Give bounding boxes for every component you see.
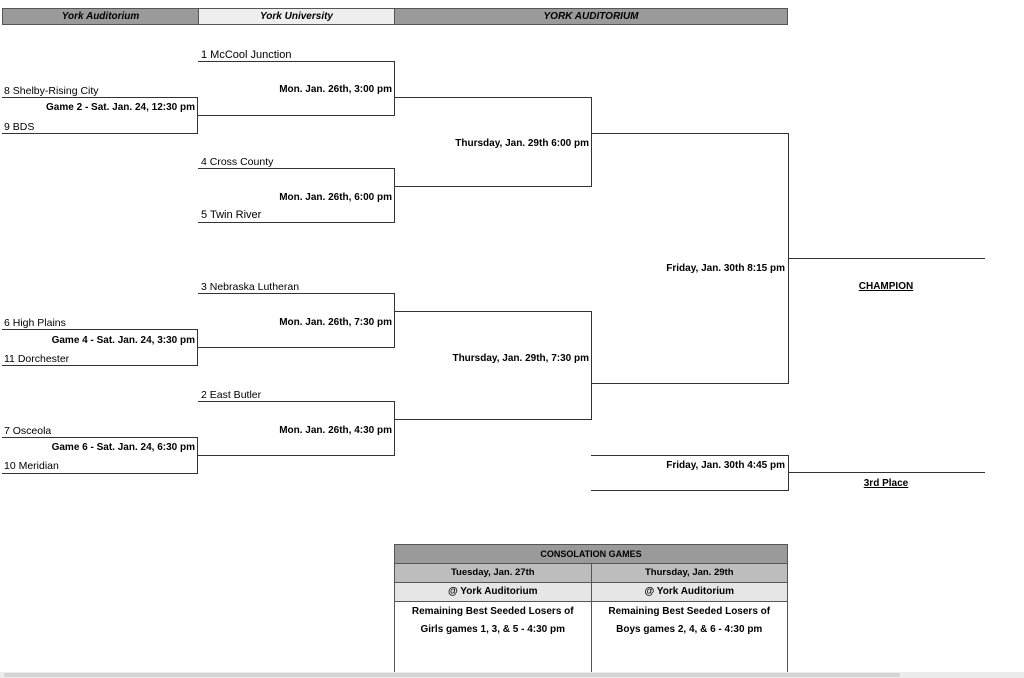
bracket-connector-qf3 [394,293,395,347]
bracket-connector-qf1 [394,61,395,115]
bracket-line-qf2-winner [394,186,592,187]
consolation-title: CONSOLATION GAMES [395,545,787,564]
third-place-label: 3rd Place [863,478,909,489]
team-cross-county: 4 Cross County [201,156,274,168]
bracket-line-east-butler [198,401,395,402]
bracket-line-mccool [198,61,395,62]
bracket-line-meridian [2,473,198,474]
scrollbar-thumb[interactable] [4,673,900,677]
bracket-line-nebraska-lutheran [198,293,395,294]
bracket-line-osceola [2,437,198,438]
consolation-left-description: Remaining Best Seeded Losers of Girls ga… [395,602,591,673]
semifinal-1-label: Thursday, Jan. 29th 6:00 pm [455,138,589,149]
quarterfinal-4-label: Mon. Jan. 26th, 4:30 pm [279,425,392,436]
bracket-line-game6-winner [198,455,395,456]
bracket-line-game4-winner [198,347,395,348]
consolation-right-description: Remaining Best Seeded Losers of Boys gam… [592,602,788,673]
third-place-game-label: Friday, Jan. 30th 4:45 pm [666,460,785,471]
bracket-line-sf2-winner [591,383,789,384]
bracket-line-dorchester [2,365,198,366]
consolation-right-line1: Remaining Best Seeded Losers of [608,606,771,617]
consolation-left-line1: Remaining Best Seeded Losers of [411,606,574,617]
semifinal-2-label: Thursday, Jan. 29th, 7:30 pm [452,353,589,364]
bracket-connector-game4 [197,329,198,365]
team-shelby-rising-city: 8 Shelby-Rising City [4,85,99,97]
bracket-connector-sf1 [591,97,592,186]
bracket-line-sf1-winner [591,133,789,134]
bracket-line-shelby [2,97,198,98]
consolation-right-date: Thursday, Jan. 29th [591,564,787,583]
bracket-connector-game6 [197,437,198,473]
team-twin-river: 5 Twin River [201,209,262,221]
team-high-plains: 6 High Plains [4,317,66,329]
consolation-right-line2: Boys games 2, 4, & 6 - 4:30 pm [616,624,763,635]
bracket-line-third-place [788,472,985,473]
team-bds: 9 BDS [4,121,35,133]
game-4-label: Game 4 - Sat. Jan. 24, 3:30 pm [51,335,195,346]
bracket-line-qf1-winner [394,97,592,98]
game-6-label: Game 6 - Sat. Jan. 24, 6:30 pm [51,442,195,453]
game-2-label: Game 2 - Sat. Jan. 24, 12:30 pm [46,102,195,113]
champion-label: CHAMPION [858,281,914,292]
team-mccool-junction: 1 McCool Junction [201,49,292,61]
bracket-line-bds [2,133,198,134]
header-york-auditorium-main: YORK AUDITORIUM [394,8,788,25]
team-nebraska-lutheran: 3 Nebraska Lutheran [201,281,300,293]
consolation-left-venue: @ York Auditorium [395,583,591,602]
bracket-connector-sf2 [591,311,592,419]
bracket-line-third-a [591,455,789,456]
team-osceola: 7 Osceola [4,425,52,437]
header-york-university: York University [198,8,395,25]
team-dorchester: 11 Dorchester [4,353,70,365]
consolation-right-venue: @ York Auditorium [591,583,787,602]
bracket-line-cross-county [198,168,395,169]
bracket-line-twin-river [198,222,395,223]
consolation-left-date: Tuesday, Jan. 27th [395,564,591,583]
quarterfinal-3-label: Mon. Jan. 26th, 7:30 pm [279,317,392,328]
team-meridian: 10 Meridian [4,460,59,472]
final-label: Friday, Jan. 30th 8:15 pm [666,263,785,274]
consolation-left-line2: Girls games 1, 3, & 5 - 4:30 pm [420,624,565,635]
bracket-connector-game2 [197,97,198,133]
consolation-column-right: Thursday, Jan. 29th @ York Auditorium Re… [590,564,788,673]
bracket-line-third-b [591,490,789,491]
bracket-line-high-plains [2,329,198,330]
bracket-line-champion [788,258,985,259]
consolation-games-table: CONSOLATION GAMES Tuesday, Jan. 27th @ Y… [394,544,788,674]
bracket-line-qf3-winner [394,311,592,312]
header-york-auditorium: York Auditorium [2,8,199,25]
bracket-line-game2-winner [198,115,395,116]
consolation-column-left: Tuesday, Jan. 27th @ York Auditorium Rem… [395,564,591,673]
bracket-connector-qf2 [394,168,395,222]
bracket-connector-qf4 [394,401,395,455]
quarterfinal-2-label: Mon. Jan. 26th, 6:00 pm [279,192,392,203]
quarterfinal-1-label: Mon. Jan. 26th, 3:00 pm [279,84,392,95]
team-east-butler: 2 East Butler [201,389,262,401]
bracket-line-qf4-winner [394,419,592,420]
